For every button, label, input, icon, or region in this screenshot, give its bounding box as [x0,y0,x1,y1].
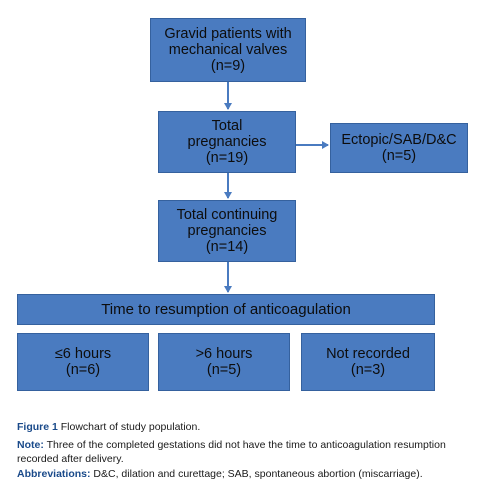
not-recorded-count: (n=3) [350,362,386,378]
figure-note: Note: Three of the completed gestations … [17,438,477,466]
continuing-line2: pregnancies [187,223,267,239]
gravid-line1: Gravid patients with [164,26,292,42]
ectopic-label: Ectopic/SAB/D&C [341,132,457,148]
continuing-count: (n=14) [205,239,249,255]
le6-count: (n=6) [65,362,101,378]
total-pregnancies-box: Total pregnancies (n=19) [158,111,296,173]
gt6-label: >6 hours [195,346,253,362]
gravid-line2: mechanical valves [168,42,288,58]
figure-abbreviations: Abbreviations: D&C, dilation and curetta… [17,467,477,481]
le6-label: ≤6 hours [54,346,112,362]
total-count: (n=19) [205,150,249,166]
figure-text: Flowchart of study population. [57,421,201,433]
continuing-line1: Total continuing [176,207,278,223]
gt6-count: (n=5) [206,362,242,378]
time-header-label: Time to resumption of anticoagulation [101,300,351,318]
total-line2: pregnancies [187,134,267,150]
gt6-hours-box: >6 hours (n=5) [158,333,290,391]
le6-hours-box: ≤6 hours (n=6) [17,333,149,391]
ectopic-box: Ectopic/SAB/D&C (n=5) [330,123,468,173]
ectopic-count: (n=5) [381,148,417,164]
not-recorded-label: Not recorded [326,346,410,362]
note-text: Three of the completed gestations did no… [17,439,446,465]
time-to-resumption-box: Time to resumption of anticoagulation [17,294,435,325]
figure-label: Figure 1 [17,421,58,433]
gravid-count: (n=9) [210,58,246,74]
abbreviations-label: Abbreviations: [17,468,91,480]
not-recorded-box: Not recorded (n=3) [301,333,435,391]
gravid-patients-box: Gravid patients with mechanical valves (… [150,18,306,82]
abbreviations-text: D&C, dilation and curettage; SAB, sponta… [90,468,423,480]
figure-caption: Figure 1 Flowchart of study population. [17,420,477,434]
note-label: Note: [17,439,44,451]
total-line1: Total [211,118,243,134]
continuing-pregnancies-box: Total continuing pregnancies (n=14) [158,200,296,262]
